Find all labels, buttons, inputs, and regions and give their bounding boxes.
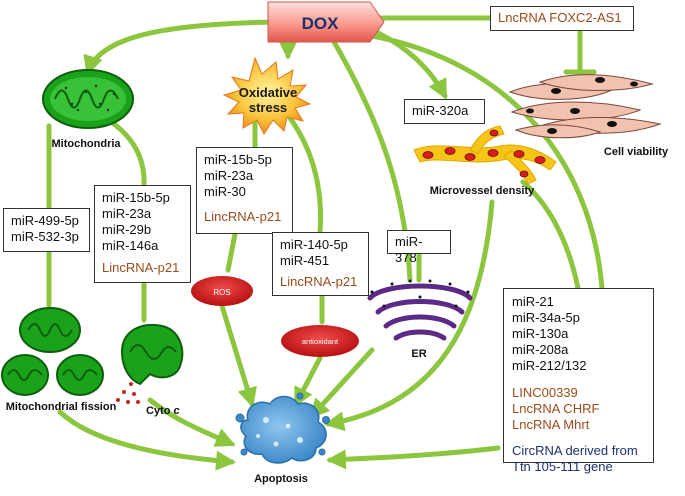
oxidative-stress-line-2: stress <box>249 100 287 115</box>
mitochondrial-fission-icon <box>1 307 104 396</box>
box-right-mir-2: miR-34a-5p <box>512 310 580 325</box>
apoptosis-icon: Apoptosis <box>235 392 330 485</box>
line-vessel-to-box-right <box>520 179 581 291</box>
connector-lines <box>46 15 605 471</box>
er-label: ER <box>411 348 426 360</box>
box-mid-lnc: LincRNA-p21 <box>102 260 180 275</box>
foxc2-label: LncRNA FOXC2-AS1 <box>498 10 622 25</box>
arrow-dox-to-mitochondria <box>83 19 278 76</box>
box-ox-mir-3: miR-30 <box>204 184 246 199</box>
box-mid-mir-2: miR-23a <box>102 206 152 221</box>
arrow-er-to-apoptosis <box>309 347 375 419</box>
cell-viability-icon <box>508 74 662 139</box>
mir378-box: miR-378 <box>387 230 451 265</box>
box-ox-lnc: LincRNA-p21 <box>204 209 282 224</box>
dox-banner <box>267 1 385 43</box>
microvessel-icon <box>413 125 557 185</box>
oxidative-stress-node: Oxidative stress <box>222 56 312 136</box>
er-icon: ER <box>367 279 473 360</box>
arrow-fission-to-apoptosis <box>57 409 236 471</box>
box-mid-mir-4: miR-146a <box>102 238 159 253</box>
arrow-vessel-to-apoptosis <box>324 199 495 432</box>
cyto-c-label: Cyto c <box>146 405 180 417</box>
antioxidant-label: antioxidant <box>302 337 339 346</box>
box-left-mir-1: miR-499-5p <box>11 213 79 228</box>
box-right-mir-1: miR-21 <box>512 294 554 309</box>
box-right-mir-4: miR-208a <box>512 342 569 357</box>
box-right-lnc-1: LINC00339 <box>512 385 578 400</box>
ros-node: ROS <box>191 276 253 306</box>
cell-viability-label: Cell viability <box>604 146 669 158</box>
mito-left-mirna-box: miR-499-5p miR-532-3p <box>3 208 90 252</box>
mir320a-box: miR-320a <box>404 99 485 124</box>
mitochondria-label: Mitochondria <box>51 138 121 150</box>
box-right-mir-5: miR-212/132 <box>512 358 587 373</box>
right-ncrna-box: miR-21 miR-34a-5p miR-130a miR-208a miR-… <box>503 288 654 474</box>
oxidative-stress-line-1: Oxidative <box>239 85 298 100</box>
box-antiox-mir-2: miR-451 <box>280 253 330 268</box>
mitochondrion-icon <box>42 69 134 129</box>
box-left-mir-2: miR-532-3p <box>11 229 79 244</box>
oxidative-stress-burst <box>222 56 312 136</box>
line-box-ox-to-ros <box>225 231 238 273</box>
cyto-c-dots <box>116 382 140 404</box>
line-ox-to-box-antiox <box>287 115 324 235</box>
mitochondrial-fission-label: Mitochondrial fission <box>6 401 117 413</box>
box-antiox-lnc: LincRNA-p21 <box>280 274 358 289</box>
ros-label: ROS <box>213 288 230 297</box>
mir320a-label: miR-320a <box>412 103 469 118</box>
oxidative-mirna-box: miR-15b-5p miR-23a miR-30 LincRNA-p21 <box>196 147 293 234</box>
box-right-circ-2: Ttn 105-111 gene <box>512 459 613 474</box>
apoptosis-label: Apoptosis <box>254 473 308 485</box>
box-mid-mir-1: miR-15b-5p <box>102 190 170 205</box>
arrow-ros-to-apoptosis <box>219 303 257 408</box>
dox-label: DOX <box>302 14 340 33</box>
antioxidant-mirna-box: miR-140-5p miR-451 LincRNA-p21 <box>272 232 369 296</box>
box-mid-mir-3: miR-29b <box>102 222 152 237</box>
box-ox-mir-1: miR-15b-5p <box>204 152 272 167</box>
antioxidant-node: antioxidant <box>281 325 359 357</box>
arrow-right-box-to-apoptosis <box>326 445 501 470</box>
mir378-label: miR-378 <box>395 234 423 265</box>
arrow-cytoc-to-apoptosis <box>147 397 236 447</box>
box-right-lnc-3: LncRNA Mhrt <box>512 417 590 432</box>
box-right-circ-1: CircRNA derived from <box>512 443 638 458</box>
box-antiox-mir-1: miR-140-5p <box>280 237 348 252</box>
box-right-lnc-2: LncRNA CHRF <box>512 401 600 416</box>
dox-node: DOX <box>267 1 385 43</box>
box-right-mir-3: miR-130a <box>512 326 569 341</box>
microvessel-density-label: Microvessel density <box>430 185 535 197</box>
line-dox-to-right-box <box>369 33 605 291</box>
cyto-c-mitochondrion-icon <box>116 324 184 404</box>
line-mito-to-box-mid <box>111 121 147 188</box>
arrow-dox-to-mir320a <box>369 27 448 100</box>
box-ox-mir-2: miR-23a <box>204 168 254 183</box>
mito-mid-mirna-box: miR-15b-5p miR-23a miR-29b miR-146a Linc… <box>94 185 191 283</box>
foxc2-box: LncRNA FOXC2-AS1 <box>490 6 634 31</box>
